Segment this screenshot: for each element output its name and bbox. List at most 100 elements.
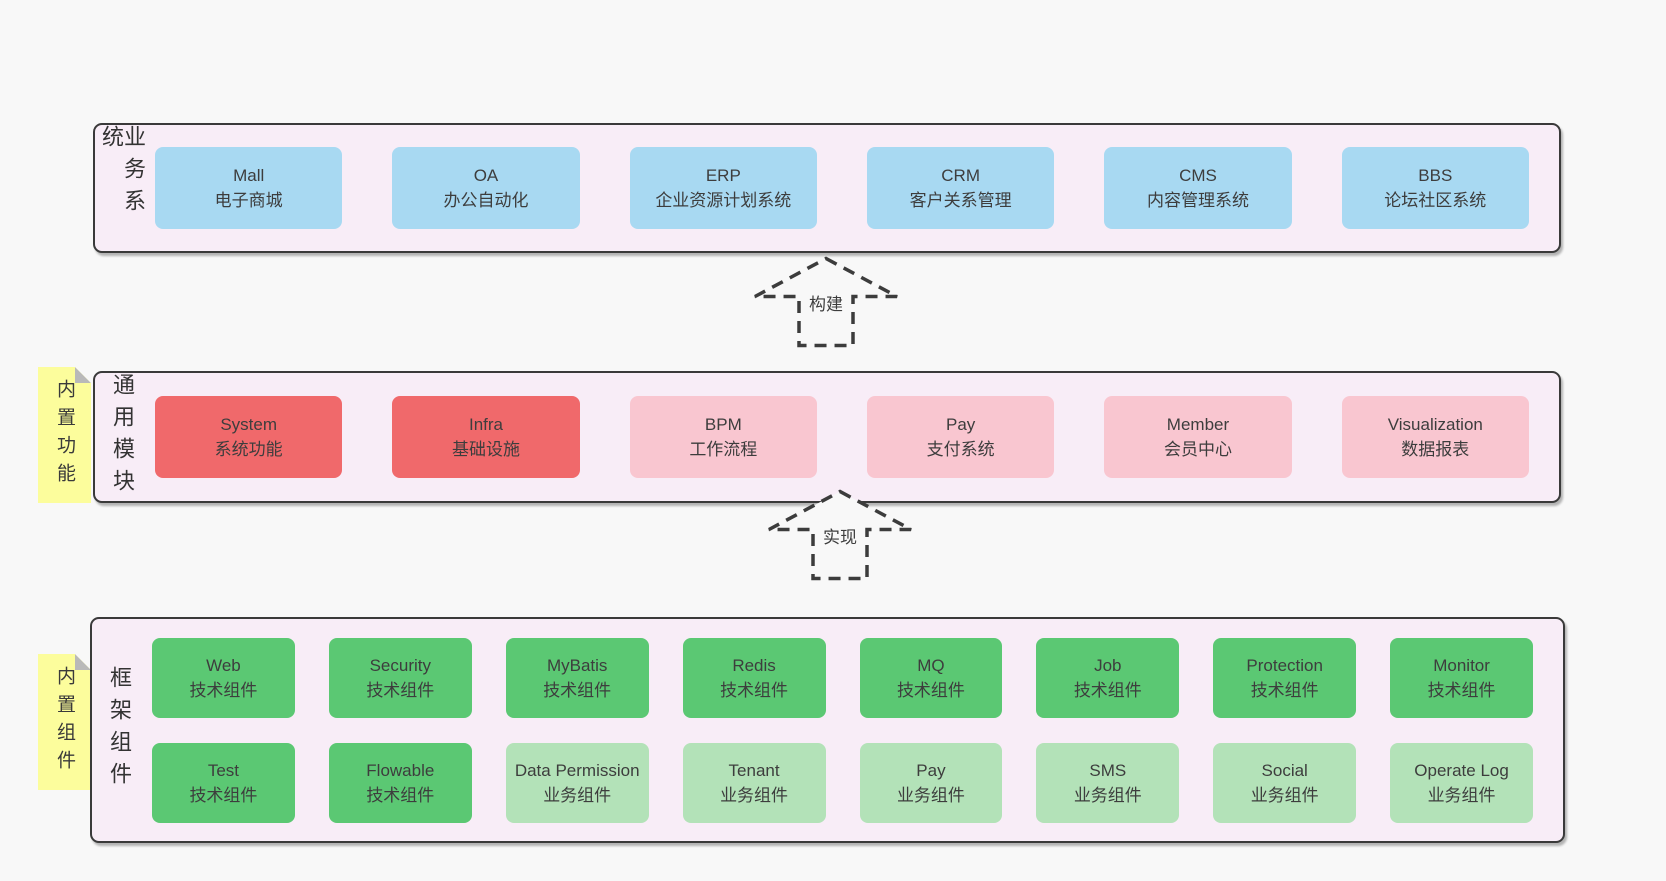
- box-title: ERP: [705, 166, 741, 185]
- box-subtitle: 技术组件: [189, 680, 258, 700]
- box-monitor: Monitor 技术组件: [1390, 637, 1533, 718]
- box-bpm: BPM 工作流程: [629, 396, 817, 478]
- box-tenant: Tenant 业务组件: [682, 742, 826, 823]
- box-title: Monitor: [1433, 655, 1490, 675]
- band-label-text: 业务系统: [99, 125, 146, 221]
- box-cms: CMS 内容管理系统: [1104, 147, 1292, 229]
- arrow-label: 构建: [806, 290, 846, 315]
- box-sms: SMS 业务组件: [1036, 742, 1180, 823]
- box-social: Social 业务组件: [1213, 742, 1357, 823]
- sticky-tab-label: 内置功能: [54, 379, 75, 491]
- box-web: Web 技术组件: [152, 637, 295, 718]
- box-subtitle: 工作流程: [689, 440, 758, 459]
- box-subtitle: 数据报表: [1401, 440, 1470, 459]
- box-redis: Redis 技术组件: [682, 637, 826, 718]
- box-title: Social: [1261, 760, 1308, 780]
- band-label: 业务系统: [95, 125, 149, 251]
- box-subtitle: 电子商城: [214, 191, 283, 210]
- box-title: Tenant: [728, 760, 780, 780]
- box-data-permission: Data Permission 业务组件: [505, 742, 649, 823]
- box-title: Security: [369, 655, 432, 675]
- box-title: Mall: [233, 166, 265, 185]
- box-subtitle: 论坛社区系统: [1384, 191, 1487, 210]
- box-subtitle: 支付系统: [926, 440, 995, 459]
- box-mybatis: MyBatis 技术组件: [505, 637, 649, 718]
- box-crm: CRM 客户关系管理: [866, 147, 1055, 229]
- band-label-text: 框架组件: [107, 666, 132, 794]
- band-business-systems: 业务系统 Mall 电子商城 OA 办公自动化 ERP 企业资源计划系统 CRM…: [93, 123, 1561, 253]
- band-boxes-row: Test 技术组件 Flowable 技术组件 Data Permission …: [152, 742, 1533, 823]
- box-title: SMS: [1089, 760, 1127, 780]
- box-subtitle: 办公自动化: [443, 191, 529, 210]
- box-subtitle: 技术组件: [1073, 680, 1142, 700]
- box-pay-business: Pay 业务组件: [859, 742, 1003, 823]
- box-subtitle: 技术组件: [896, 680, 965, 700]
- box-subtitle: 内容管理系统: [1146, 191, 1249, 210]
- band-boxes-grid: Web 技术组件 Security 技术组件 MyBatis 技术组件 Redi…: [146, 619, 1563, 841]
- box-subtitle: 业务组件: [1427, 785, 1496, 805]
- box-subtitle: 技术组件: [543, 680, 612, 700]
- box-title: Protection: [1246, 655, 1323, 675]
- arrow-implement: 实现: [765, 489, 915, 581]
- box-title: Member: [1166, 415, 1230, 434]
- box-title: BBS: [1418, 166, 1453, 185]
- box-subtitle: 业务组件: [1073, 785, 1142, 805]
- box-title: OA: [473, 166, 499, 185]
- box-title: Job: [1094, 655, 1122, 675]
- box-subtitle: 企业资源计划系统: [655, 191, 792, 210]
- box-title: Visualization: [1387, 415, 1483, 434]
- box-title: CMS: [1179, 166, 1217, 185]
- box-title: System: [220, 415, 277, 434]
- box-title: Operate Log: [1414, 760, 1509, 780]
- box-subtitle: 技术组件: [366, 785, 435, 805]
- box-test: Test 技术组件: [152, 742, 295, 823]
- box-title: Flowable: [366, 760, 435, 780]
- box-infra: Infra 基础设施: [392, 396, 580, 478]
- box-operate-log: Operate Log 业务组件: [1390, 742, 1533, 823]
- box-security: Security 技术组件: [328, 637, 472, 718]
- box-erp: ERP 企业资源计划系统: [629, 147, 817, 229]
- box-system: System 系统功能: [155, 396, 343, 478]
- box-pay: Pay 支付系统: [866, 396, 1055, 478]
- box-subtitle: 技术组件: [366, 680, 435, 700]
- band-boxes-row: Web 技术组件 Security 技术组件 MyBatis 技术组件 Redi…: [152, 637, 1533, 718]
- band-boxes-row: System 系统功能 Infra 基础设施 BPM 工作流程 Pay 支付系统…: [149, 373, 1559, 501]
- box-title: Data Permission: [514, 760, 640, 780]
- box-member: Member 会员中心: [1104, 396, 1292, 478]
- box-mq: MQ 技术组件: [859, 637, 1003, 718]
- box-title: Test: [207, 760, 240, 780]
- box-subtitle: 技术组件: [1427, 680, 1496, 700]
- box-subtitle: 业务组件: [720, 785, 789, 805]
- box-title: CRM: [941, 166, 980, 185]
- box-subtitle: 业务组件: [1250, 785, 1319, 805]
- box-title: MQ: [917, 655, 945, 675]
- box-subtitle: 技术组件: [189, 785, 258, 805]
- sticky-tab-label: 内置组件: [54, 666, 75, 778]
- box-subtitle: 技术组件: [720, 680, 789, 700]
- box-title: BPM: [704, 415, 742, 434]
- box-subtitle: 客户关系管理: [909, 191, 1012, 210]
- box-subtitle: 基础设施: [451, 440, 520, 459]
- box-subtitle: 业务组件: [896, 785, 965, 805]
- band-common-modules: 通用模块 System 系统功能 Infra 基础设施 BPM 工作流程 Pay…: [93, 371, 1561, 503]
- arrow-build: 构建: [751, 256, 901, 348]
- band-label: 框架组件: [92, 619, 146, 841]
- band-boxes-row: Mall 电子商城 OA 办公自动化 ERP 企业资源计划系统 CRM 客户关系…: [149, 125, 1559, 251]
- band-framework-components: 框架组件 Web 技术组件 Security 技术组件 MyBatis 技术组件…: [90, 617, 1565, 843]
- box-title: Pay: [946, 415, 976, 434]
- box-title: Redis: [732, 655, 776, 675]
- sticky-tab-built-in-features: 内置功能: [38, 367, 91, 503]
- box-subtitle: 技术组件: [1250, 680, 1319, 700]
- box-oa: OA 办公自动化: [392, 147, 580, 229]
- arrow-label: 实现: [820, 523, 860, 548]
- box-subtitle: 业务组件: [543, 785, 612, 805]
- box-visualization: Visualization 数据报表: [1341, 396, 1529, 478]
- box-subtitle: 会员中心: [1163, 440, 1232, 459]
- box-protection: Protection 技术组件: [1213, 637, 1357, 718]
- box-mall: Mall 电子商城: [155, 147, 343, 229]
- box-subtitle: 系统功能: [214, 440, 283, 459]
- folded-corner-icon: [75, 654, 91, 670]
- box-job: Job 技术组件: [1036, 637, 1180, 718]
- band-label: 通用模块: [95, 373, 149, 501]
